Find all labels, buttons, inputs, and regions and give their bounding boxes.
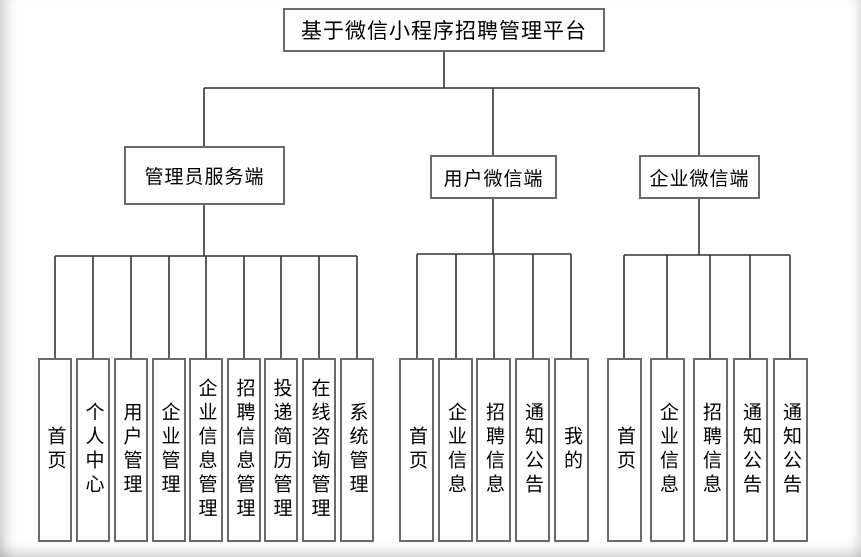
leaf-node-enterprise-home: 首页	[607, 358, 642, 542]
leaf-node-user-home: 首页	[399, 358, 434, 542]
leaf-node-user-mine: 我的	[554, 358, 589, 542]
branch-node-enterprise: 企业微信端	[639, 155, 760, 199]
leaf-node-admin-home: 首页	[38, 358, 72, 542]
root-node-label: 基于微信小程序招聘管理平台	[301, 19, 587, 43]
connector-group	[54, 52, 791, 358]
leaf-node-admin-personal-center: 个人中心	[76, 358, 110, 542]
leaf-node-enterprise-enterprise-info: 企业信息	[650, 358, 685, 542]
branch-node-admin: 管理员服务端	[124, 146, 285, 205]
leaf-node-enterprise-notice-2: 通知公告	[773, 358, 808, 542]
leaf-node-user-enterprise-info: 企业信息	[438, 358, 473, 542]
leaf-node-admin-enterprise-mgmt: 企业管理	[152, 358, 186, 542]
leaf-node-enterprise-job-info: 招聘信息	[693, 358, 728, 542]
leaf-node-admin-job-info-mgmt: 招聘信息管理	[227, 358, 261, 542]
root-node: 基于微信小程序招聘管理平台	[283, 8, 605, 52]
leaf-node-admin-resume-mgmt: 投递简历管理	[264, 358, 298, 542]
leaf-node-enterprise-notice-1: 通知公告	[733, 358, 768, 542]
branch-node-user-label: 用户微信端	[443, 168, 544, 190]
branch-node-admin-label: 管理员服务端	[144, 167, 265, 188]
leaf-node-admin-enterprise-info-mgmt: 企业信息管理	[189, 358, 223, 542]
branch-node-user: 用户微信端	[430, 155, 557, 199]
leaf-node-admin-system-mgmt: 系统管理	[340, 358, 374, 542]
leaf-node-user-job-info: 招聘信息	[476, 358, 511, 542]
leaf-node-admin-online-consult-mgmt: 在线咨询管理	[302, 358, 336, 542]
leaf-node-user-notice: 通知公告	[515, 358, 550, 542]
leaf-node-admin-user-mgmt: 用户管理	[114, 358, 148, 542]
branch-node-enterprise-label: 企业微信端	[649, 168, 750, 190]
